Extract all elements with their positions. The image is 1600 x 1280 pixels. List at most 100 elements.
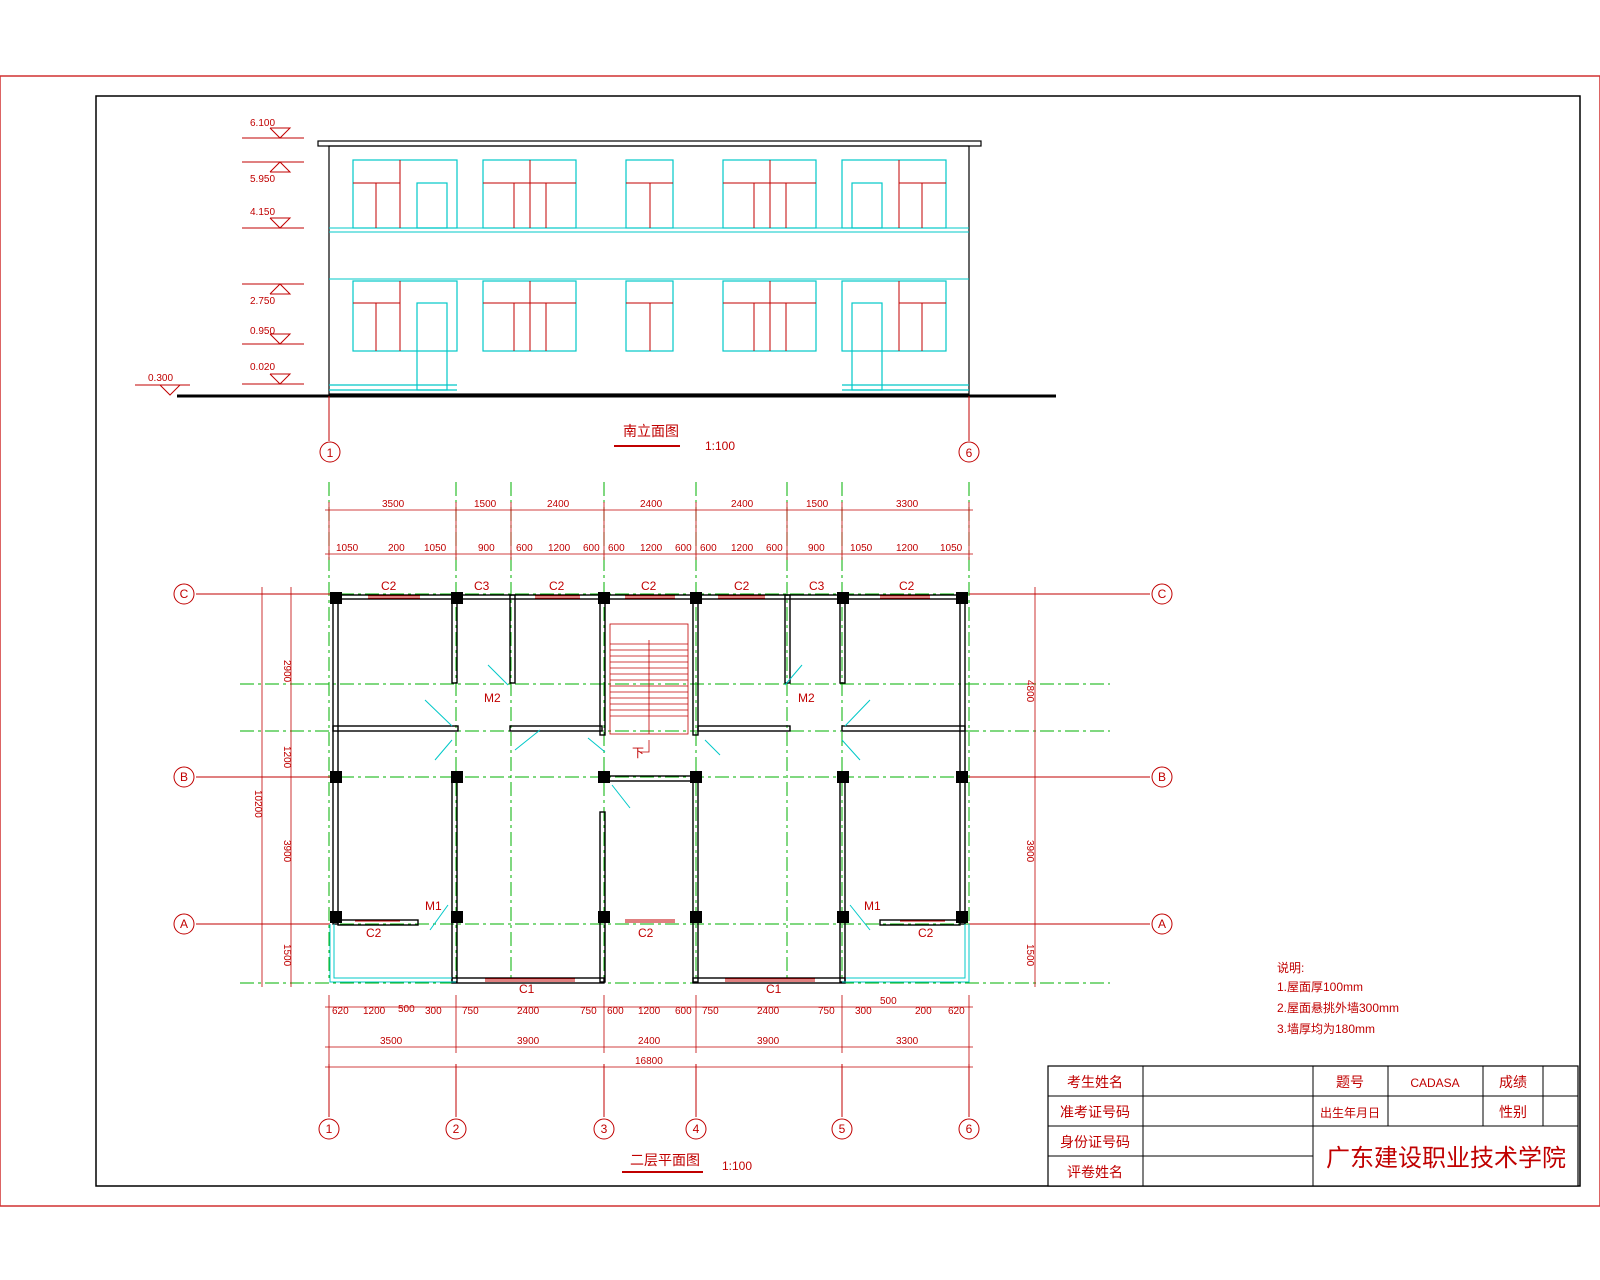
dimension-text: 750	[818, 1006, 835, 1017]
axis-label: 3	[601, 1122, 608, 1136]
dimension-text: 3900	[1024, 840, 1035, 863]
door-tag: M2	[484, 691, 501, 705]
dimension-text: 200	[915, 1006, 932, 1017]
structural-columns	[330, 592, 968, 923]
dimension-text: 2400	[517, 1006, 540, 1017]
dimension-text: 3900	[517, 1036, 540, 1047]
window-tag: C2	[549, 579, 565, 593]
window-mullions	[353, 160, 946, 351]
dimension-text: 3500	[382, 499, 405, 510]
dimension-text: 3900	[757, 1036, 780, 1047]
note-item: 1.屋面厚100mm	[1277, 980, 1363, 994]
axis-label: C	[180, 587, 189, 601]
dimension-text: 3900	[281, 840, 292, 863]
dimension-text: 620	[332, 1006, 349, 1017]
note-item: 2.屋面悬挑外墙300mm	[1277, 1001, 1399, 1015]
axis-label: B	[180, 770, 188, 784]
axis-label: 1	[326, 1122, 333, 1136]
column-bubbles	[318, 1118, 980, 1140]
window-tag: C2	[366, 926, 382, 940]
level-label: 5.950	[250, 174, 275, 185]
dimension-text: 1200	[638, 1006, 661, 1017]
outer-border	[0, 75, 1600, 1207]
dimension-text: 200	[388, 543, 405, 554]
door-swings	[424, 664, 871, 931]
plan-scale: 1:100	[722, 1159, 752, 1173]
label-gender: 性别	[1499, 1105, 1527, 1121]
balconies	[329, 924, 970, 983]
upper-windows	[329, 159, 969, 391]
window-tag: C1	[766, 982, 782, 996]
dimension-text: 3500	[380, 1036, 403, 1047]
label-birth: 出生年月日	[1320, 1106, 1380, 1120]
dimension-text: 2400	[731, 499, 754, 510]
building-outline	[328, 145, 970, 395]
dimension-text: 1200	[640, 543, 663, 554]
level-label: 0.300	[148, 373, 173, 384]
axis-label: 6	[966, 1122, 973, 1136]
level-label: 0.020	[250, 362, 275, 373]
question-value: CADASA	[1410, 1076, 1459, 1090]
staircase	[609, 623, 689, 753]
level-label: 0.950	[250, 326, 275, 337]
dimension-text: 1050	[424, 543, 447, 554]
axis-bubble	[319, 441, 341, 463]
dimension-text: 600	[607, 1006, 624, 1017]
dimension-text: 1050	[940, 543, 963, 554]
dimension-text: 600	[675, 1006, 692, 1017]
axis-label: B	[1158, 770, 1166, 784]
second-floor-plan: C B A C B A 1 2 3 4 5 6	[173, 482, 1173, 1173]
dimension-text: 3300	[896, 499, 919, 510]
dimension-text: 600	[608, 543, 625, 554]
window-tag: C2	[638, 926, 654, 940]
axis-label: 5	[839, 1122, 846, 1136]
dimension-text: 3300	[896, 1036, 919, 1047]
dimension-text: 2400	[640, 499, 663, 510]
dimension-text: 1500	[281, 944, 292, 967]
dimension-text: 600	[583, 543, 600, 554]
axis-label: 2	[453, 1122, 460, 1136]
dimension-text: 600	[675, 543, 692, 554]
level-label: 2.750	[250, 296, 275, 307]
window-tag: C2	[899, 579, 915, 593]
window-tag: C3	[809, 579, 825, 593]
dimension-text: 1500	[1024, 944, 1035, 967]
axis-bubble-b	[173, 766, 195, 788]
dimension-text: 1200	[731, 543, 754, 554]
dimension-text: 2900	[281, 660, 292, 683]
window-tag: C2	[641, 579, 657, 593]
label-id-no: 身份证号码	[1060, 1135, 1130, 1151]
axis-label: 1	[327, 446, 334, 460]
note-item: 3.墙厚均为180mm	[1277, 1022, 1375, 1036]
window-tag: C2	[734, 579, 750, 593]
dimension-text: 750	[702, 1006, 719, 1017]
window-tag: C2	[381, 579, 397, 593]
level-label: 6.100	[250, 118, 275, 129]
dimension-text: 300	[855, 1006, 872, 1017]
label-score: 成绩	[1499, 1075, 1527, 1091]
dimension-text: 1200	[896, 543, 919, 554]
school-name: 广东建设职业技术学院	[1326, 1144, 1566, 1172]
plan-title: 二层平面图	[630, 1153, 700, 1169]
axis-bubble	[958, 441, 980, 463]
dimension-text: 620	[948, 1006, 965, 1017]
axis-bubble-c	[173, 583, 195, 605]
dimension-text: 1050	[850, 543, 873, 554]
stair-direction-label: 下	[632, 746, 644, 760]
total-dimension: 16800	[635, 1056, 663, 1067]
dimension-text: 600	[700, 543, 717, 554]
south-elevation: 1 6 6.100 5.950 4.150 2.750 0.950 0.020 …	[135, 118, 1056, 463]
dimension-text: 500	[880, 996, 897, 1007]
label-question-no: 题号	[1336, 1075, 1364, 1091]
dimension-text: 900	[478, 543, 495, 554]
notes-heading: 说明:	[1277, 960, 1304, 975]
notes: 说明: 1.屋面厚100mm 2.屋面悬挑外墙300mm 3.墙厚均为180mm	[1277, 960, 1399, 1036]
axis-bubble-c	[1151, 583, 1173, 605]
dimension-text: 600	[766, 543, 783, 554]
label-admission-no: 准考证号码	[1060, 1105, 1130, 1121]
dimension-text: 10200	[252, 790, 263, 818]
dimension-text: 4800	[1024, 680, 1035, 703]
roof-slab	[317, 140, 982, 147]
axis-bubble-a	[173, 913, 195, 935]
axis-label: 6	[966, 446, 973, 460]
